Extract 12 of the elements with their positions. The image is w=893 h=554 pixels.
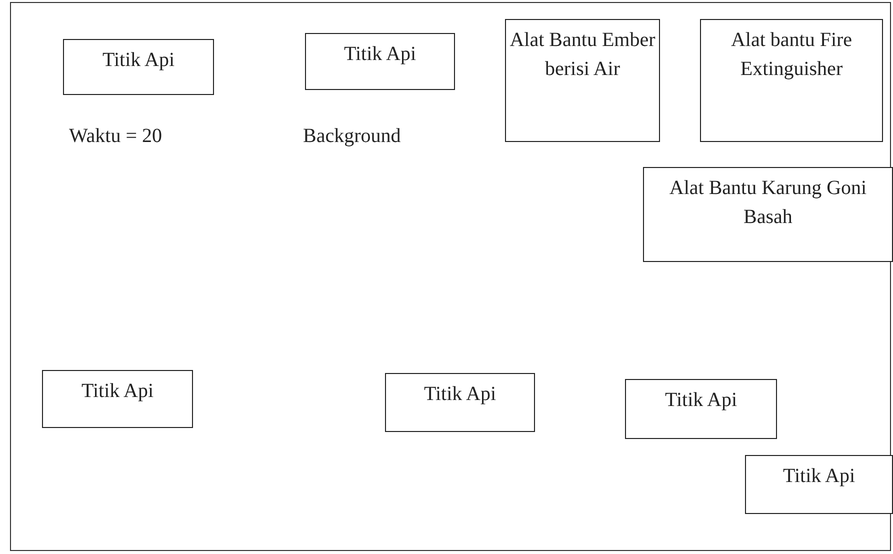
screen-frame bbox=[10, 2, 891, 551]
text-box: Titik Api bbox=[745, 455, 893, 514]
text-box: Titik Api bbox=[63, 39, 214, 95]
text-box: Titik Api bbox=[385, 373, 535, 432]
text-box: Alat Bantu Ember berisi Air bbox=[505, 19, 660, 142]
screen-label: Background bbox=[303, 125, 401, 148]
text-box: Titik Api bbox=[42, 370, 193, 428]
screen-label: Waktu = 20 bbox=[69, 125, 162, 148]
text-box: Alat bantu Fire Extinguisher bbox=[700, 19, 883, 142]
text-box: Titik Api bbox=[625, 379, 777, 439]
text-box: Titik Api bbox=[305, 33, 455, 90]
text-box: Alat Bantu Karung Goni Basah bbox=[643, 167, 893, 262]
